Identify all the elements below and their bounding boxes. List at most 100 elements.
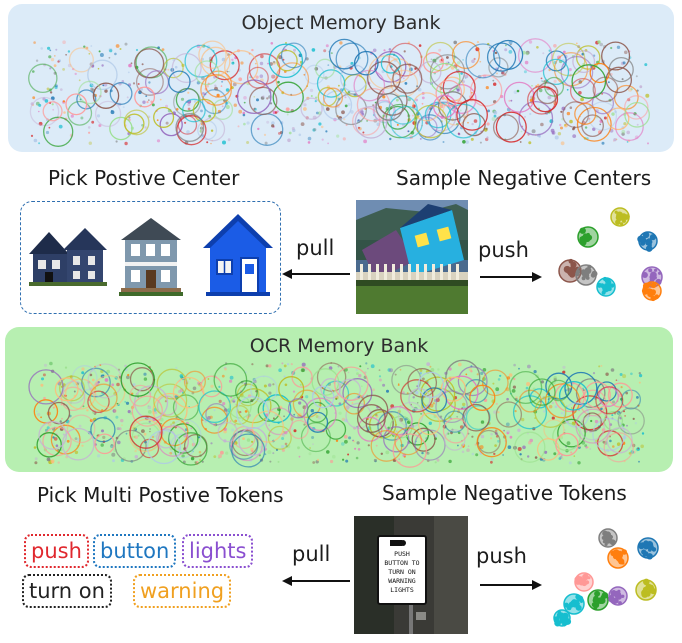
memory-point — [268, 424, 271, 427]
memory-point — [184, 121, 187, 124]
memory-point — [644, 63, 648, 67]
memory-point — [562, 365, 566, 369]
memory-point — [370, 364, 375, 369]
memory-point — [50, 96, 55, 101]
memory-point — [495, 387, 500, 392]
memory-point — [229, 420, 232, 422]
cluster-ring — [442, 99, 469, 126]
memory-point — [548, 49, 551, 52]
memory-point — [266, 97, 269, 100]
crooked-house-photo — [356, 200, 468, 314]
memory-point — [104, 89, 108, 93]
memory-point — [87, 126, 91, 129]
cluster-ring — [292, 389, 322, 419]
sample-negative-tokens-label: Sample Negative Tokens — [382, 481, 627, 505]
cluster-point — [608, 534, 613, 540]
memory-point — [114, 52, 117, 56]
sample-negative-centers-label: Sample Negative Centers — [396, 166, 652, 190]
memory-point — [72, 67, 75, 71]
memory-point — [137, 434, 140, 437]
memory-point — [464, 74, 469, 79]
memory-point — [420, 413, 422, 415]
memory-point — [610, 46, 613, 50]
memory-point — [490, 460, 493, 464]
memory-point — [142, 100, 146, 104]
memory-point — [227, 138, 231, 142]
object-memory-bank-title: Object Memory Bank — [241, 12, 441, 34]
memory-point — [378, 378, 382, 382]
memory-point — [578, 445, 581, 448]
cluster-ring — [583, 381, 611, 409]
ocr-memory-bank-title: OCR Memory Bank — [249, 335, 429, 357]
memory-point — [101, 429, 104, 433]
memory-point — [120, 418, 124, 423]
memory-point — [213, 455, 217, 458]
memory-point — [374, 101, 377, 104]
cluster-point — [583, 272, 589, 278]
memory-point — [524, 60, 529, 65]
cluster-point — [601, 535, 606, 540]
cluster-ring — [129, 415, 163, 449]
memory-point — [325, 130, 328, 133]
memory-point — [513, 363, 516, 367]
memory-point — [473, 119, 478, 123]
memory-point — [268, 364, 272, 368]
memory-point — [96, 114, 101, 118]
memory-point — [112, 409, 117, 413]
cluster-blob — [575, 264, 597, 286]
memory-point — [341, 417, 345, 422]
cluster-point — [591, 602, 597, 608]
cluster-ring — [517, 38, 553, 73]
memory-point — [35, 59, 39, 62]
memory-point — [190, 456, 195, 461]
cluster-ring — [397, 401, 424, 428]
memory-point — [143, 372, 147, 376]
memory-point — [244, 410, 248, 413]
memory-point — [433, 399, 437, 403]
cluster-ring — [581, 114, 604, 138]
memory-point — [118, 427, 122, 431]
memory-point — [338, 411, 342, 415]
memory-point — [542, 52, 545, 55]
cluster-ring — [175, 113, 205, 142]
cluster-ring — [595, 386, 624, 415]
memory-point — [187, 103, 191, 107]
cluster-ring — [183, 370, 206, 393]
memory-point — [202, 92, 205, 95]
memory-point — [52, 406, 55, 409]
cluster-ring — [392, 433, 428, 468]
cluster-ring — [445, 359, 481, 395]
cluster-ring — [131, 395, 163, 427]
memory-point — [540, 122, 544, 127]
memory-point — [497, 378, 501, 381]
memory-point — [214, 86, 218, 91]
memory-point — [506, 432, 509, 435]
memory-point — [47, 422, 52, 427]
memory-point — [438, 48, 442, 52]
memory-point — [594, 419, 599, 424]
memory-point — [355, 456, 359, 460]
memory-point — [528, 40, 533, 44]
memory-point — [639, 85, 643, 89]
memory-point — [307, 136, 312, 141]
memory-point — [505, 422, 510, 427]
memory-point — [380, 452, 383, 455]
cluster-ring — [354, 105, 388, 139]
memory-point — [288, 131, 292, 135]
cluster-ring — [257, 399, 281, 422]
memory-point — [224, 367, 227, 371]
memory-point — [373, 458, 377, 463]
sign-line: WARNING — [388, 577, 416, 585]
memory-point — [350, 61, 354, 66]
memory-point — [117, 440, 121, 445]
memory-point — [206, 84, 210, 88]
cluster-ring — [617, 407, 645, 435]
memory-point — [471, 435, 474, 438]
cluster-point — [609, 283, 615, 288]
memory-point — [269, 102, 273, 105]
memory-point — [274, 111, 278, 114]
memory-point — [134, 435, 138, 439]
memory-point — [207, 416, 211, 420]
cluster-ring — [272, 81, 304, 113]
memory-point — [159, 98, 162, 101]
